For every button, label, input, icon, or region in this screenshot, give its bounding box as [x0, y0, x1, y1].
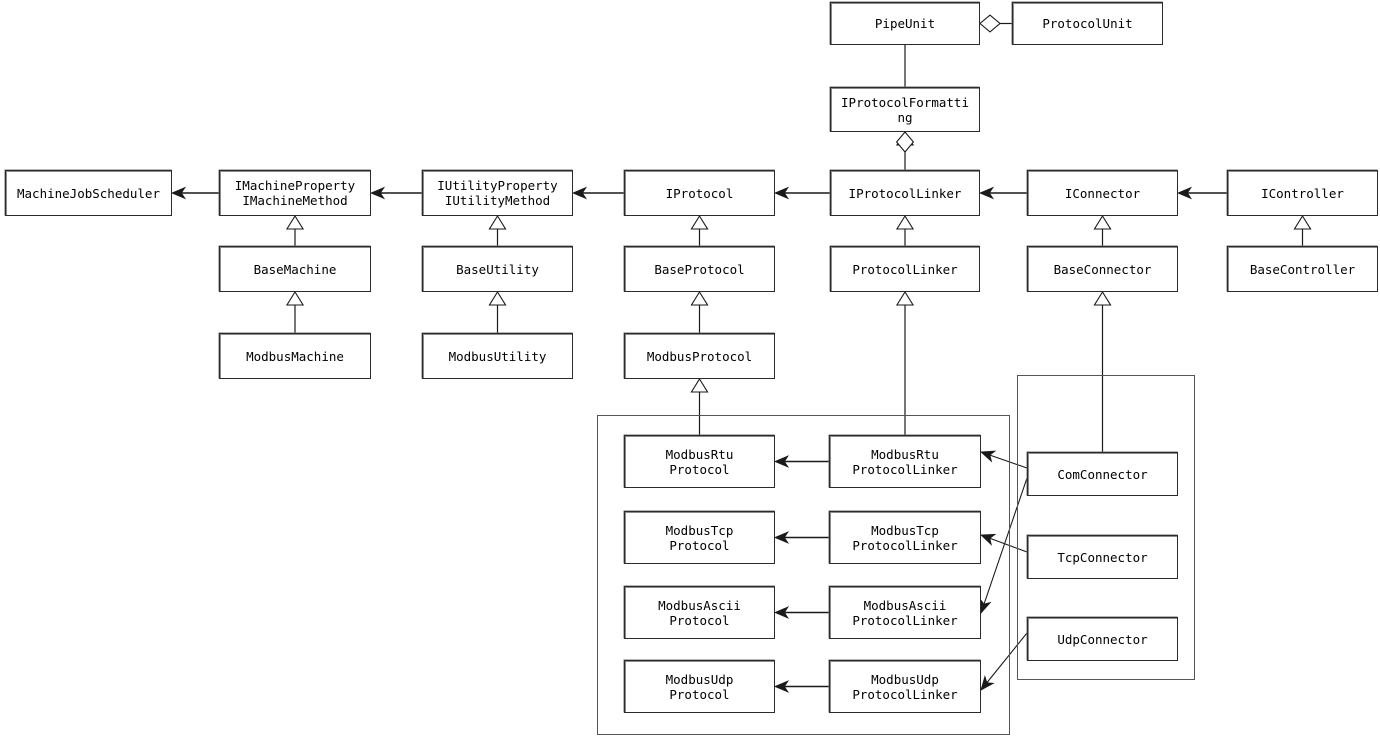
class-node-modbusudplinker[interactable]: ModbusUdp ProtocolLinker — [829, 660, 981, 713]
class-node-label: ModbusTcp Protocol — [665, 522, 734, 553]
edge-e-iconnector-iprotocollinker — [978, 186, 1027, 200]
edge-e-protocolunit-pipeunit — [979, 14, 1012, 33]
class-node-label: BaseController — [1249, 261, 1356, 277]
class-node-modbusutility[interactable]: ModbusUtility — [422, 333, 573, 379]
class-node-label: PipeUnit — [874, 16, 936, 31]
edge-e-iprotocol-iutility — [571, 186, 624, 200]
class-node-udpconnector[interactable]: UdpConnector — [1027, 617, 1178, 661]
class-node-label: MachineJobScheduler — [17, 185, 160, 201]
edge-e-imachine-scheduler — [170, 186, 219, 200]
class-node-label: ComConnector — [1057, 466, 1148, 482]
class-node-label: ModbusAscii Protocol — [658, 597, 741, 628]
class-node-label: BaseConnector — [1053, 261, 1152, 277]
class-node-modbusrtuprotocol[interactable]: ModbusRtu Protocol — [624, 435, 775, 488]
class-node-label: ModbusAscii ProtocolLinker — [852, 597, 958, 628]
class-node-icontroller[interactable]: IController — [1227, 170, 1378, 216]
edge-e-baseutility-iutility — [488, 214, 507, 246]
class-node-label: IController — [1261, 185, 1344, 201]
class-node-label: ModbusMachine — [246, 348, 344, 364]
class-node-iconnector[interactable]: IConnector — [1027, 170, 1178, 216]
edge-e-protocollinker-ilinker — [895, 214, 915, 246]
class-node-label: IProtocolFormatti ng — [841, 94, 969, 125]
class-node-label: ModbusUdp Protocol — [665, 671, 734, 702]
edge-e-modbusprotocol-baseprotocol — [690, 290, 709, 333]
class-node-modbusrtulinker[interactable]: ModbusRtu ProtocolLinker — [829, 435, 981, 488]
class-node-baseprotocol[interactable]: BaseProtocol — [624, 246, 775, 292]
edge-e-iprotocollinker-iprotocol — [773, 186, 830, 200]
class-node-baseutility[interactable]: BaseUtility — [422, 246, 573, 292]
class-node-label: ModbusRtu Protocol — [665, 446, 734, 477]
edge-e-modbusmachine-basemachine — [285, 290, 305, 333]
class-node-label: BaseMachine — [253, 261, 337, 277]
class-node-label: IUtilityProperty IUtilityMethod — [437, 178, 558, 208]
class-node-modbusmachine[interactable]: ModbusMachine — [219, 333, 371, 379]
class-node-label: ModbusTcp ProtocolLinker — [852, 522, 958, 553]
edge-e-basemachine-imachine — [285, 214, 305, 246]
class-node-iprotocolformatting[interactable]: IProtocolFormatti ng — [830, 87, 980, 132]
class-node-label: IProtocolLinker — [848, 185, 962, 201]
class-node-basemachine[interactable]: BaseMachine — [219, 246, 371, 292]
edge-e-baseconnector-iconnector — [1093, 214, 1112, 246]
class-node-modbusasciilinker[interactable]: ModbusAscii ProtocolLinker — [829, 586, 981, 639]
class-node-label: TcpConnector — [1057, 549, 1148, 565]
class-node-basecontroller[interactable]: BaseController — [1227, 246, 1378, 292]
class-node-label: ModbusUdp ProtocolLinker — [852, 671, 958, 702]
class-node-label: ModbusUtility — [448, 348, 547, 364]
class-node-label: ProtocolLinker — [852, 261, 958, 277]
class-node-comconnector[interactable]: ComConnector — [1027, 452, 1178, 496]
class-node-iprotocol[interactable]: IProtocol — [624, 170, 775, 216]
class-node-label: IMachineProperty IMachineMethod — [234, 178, 356, 208]
class-node-modbustcplinker[interactable]: ModbusTcp ProtocolLinker — [829, 511, 981, 564]
edge-e-basecontroller-icontroller — [1293, 214, 1312, 246]
class-node-protocollinker[interactable]: ProtocolLinker — [830, 246, 980, 292]
class-node-label: IConnector — [1064, 185, 1141, 201]
edge-e-baseprotocol-iprotocol — [690, 214, 709, 246]
edge-e-iutility-imachine — [369, 186, 422, 200]
class-node-label: UdpConnector — [1057, 631, 1148, 647]
class-node-iutilityproperty[interactable]: IUtilityProperty IUtilityMethod — [422, 170, 573, 216]
class-node-protocolunit[interactable]: ProtocolUnit — [1012, 2, 1163, 45]
class-node-label: ProtocolUnit — [1042, 16, 1133, 31]
edge-e-iprotocolformatting-linker — [895, 131, 915, 170]
class-node-modbusudpprotocol[interactable]: ModbusUdp Protocol — [624, 660, 775, 713]
edge-e-icontroller-iconnector — [1176, 186, 1227, 200]
edge-e-modbusutility-baseutility — [488, 290, 507, 333]
class-node-label: BaseProtocol — [654, 261, 745, 277]
class-node-modbusprotocol[interactable]: ModbusProtocol — [624, 333, 775, 379]
class-node-label: BaseUtility — [456, 261, 539, 277]
class-node-baseconnector[interactable]: BaseConnector — [1027, 246, 1178, 292]
class-node-machinejobscheduler[interactable]: MachineJobScheduler — [5, 170, 172, 216]
class-node-modbusasciiprotocol[interactable]: ModbusAscii Protocol — [624, 586, 775, 639]
class-node-label: ModbusRtu ProtocolLinker — [852, 446, 958, 477]
class-node-label: ModbusProtocol — [646, 348, 753, 364]
class-node-iprotocollinker[interactable]: IProtocolLinker — [830, 170, 980, 216]
class-node-label: IProtocol — [665, 185, 734, 201]
class-node-pipeunit[interactable]: PipeUnit — [830, 2, 980, 45]
class-node-imachineproperty[interactable]: IMachineProperty IMachineMethod — [219, 170, 371, 216]
class-node-modbustcpprotocol[interactable]: ModbusTcp Protocol — [624, 511, 775, 564]
class-node-tcpconnector[interactable]: TcpConnector — [1027, 535, 1178, 579]
edge-e-modbusrtulinker-protocollinker — [895, 290, 915, 435]
